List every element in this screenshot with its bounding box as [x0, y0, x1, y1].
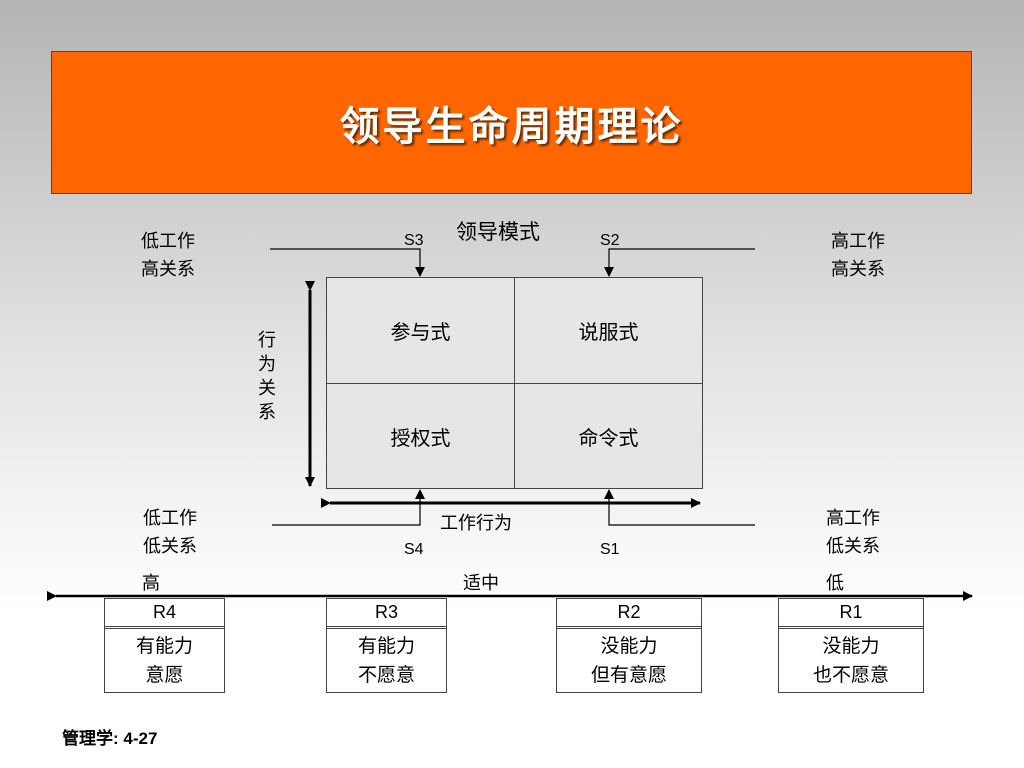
- style-label-s4: S4: [404, 541, 424, 558]
- corner-top-right: 高工作高关系: [831, 231, 885, 280]
- s1-connector: [604, 489, 755, 526]
- readiness-box-r1: R1 没能力也不愿意: [778, 598, 924, 693]
- leadership-mode-label: 领导模式: [456, 220, 540, 244]
- s3-connector: [270, 248, 425, 277]
- horizontal-axis-label: 工作行为: [440, 513, 512, 534]
- readiness-desc: 没能力但有意愿: [590, 635, 667, 686]
- grid-cell-delegating: 授权式: [326, 383, 515, 489]
- page-title: 领导生命周期理论: [339, 102, 684, 150]
- readiness-desc: 有能力不愿意: [357, 635, 415, 686]
- readiness-code: R2: [557, 599, 701, 629]
- readiness-box-r4: R4 有能力意愿: [104, 598, 225, 693]
- title-banner: 领导生命周期理论: [51, 51, 972, 194]
- scale-low-label: 低: [826, 573, 844, 594]
- style-label-s3: S3: [404, 232, 424, 249]
- s2-connector: [604, 248, 755, 277]
- corner-bottom-right: 高工作低关系: [826, 508, 880, 557]
- grid-cell-participating: 参与式: [326, 277, 515, 384]
- vertical-axis-label: 行为关系: [255, 330, 276, 426]
- readiness-desc: 有能力意愿: [135, 635, 193, 686]
- readiness-box-r3: R3 有能力不愿意: [326, 598, 447, 693]
- scale-high-label: 高: [142, 573, 160, 594]
- corner-top-left: 低工作高关系: [141, 231, 195, 280]
- footer-page-ref: 管理学: 4-27: [62, 729, 158, 748]
- s4-connector: [272, 489, 425, 526]
- readiness-code: R3: [327, 599, 446, 629]
- grid-cell-selling: 说服式: [514, 277, 703, 384]
- readiness-desc: 没能力也不愿意: [812, 635, 889, 686]
- style-label-s2: S2: [600, 232, 620, 249]
- readiness-box-r2: R2 没能力但有意愿: [556, 598, 702, 693]
- corner-bottom-left: 低工作低关系: [143, 508, 197, 557]
- readiness-code: R4: [105, 599, 224, 629]
- readiness-code: R1: [779, 599, 923, 629]
- grid-cell-telling: 命令式: [514, 383, 703, 489]
- style-label-s1: S1: [600, 541, 620, 558]
- scale-mid-label: 适中: [463, 573, 499, 594]
